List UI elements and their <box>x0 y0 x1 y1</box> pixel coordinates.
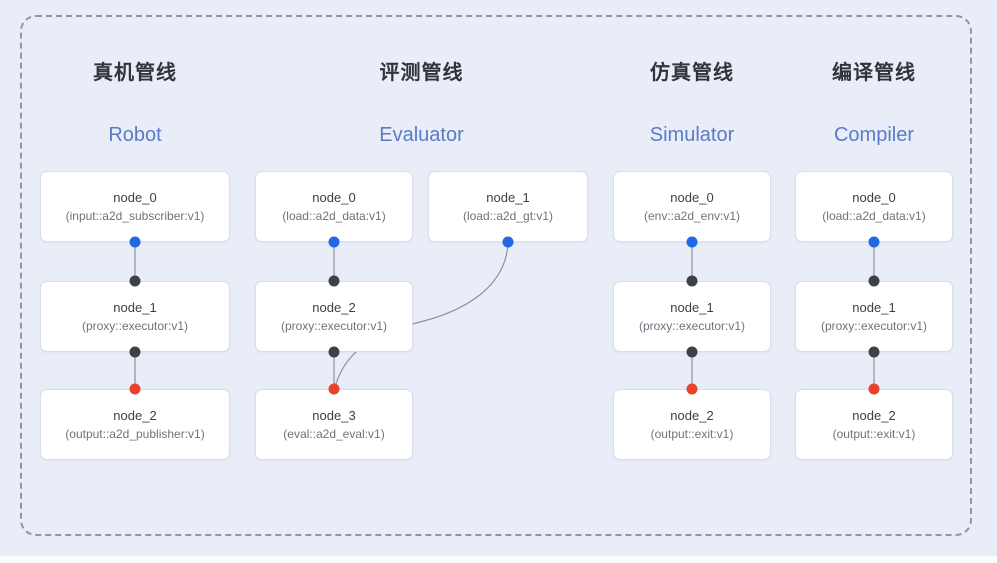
node-card-evaluator-node1: node_1 (load::a2d_gt:v1) <box>428 171 588 242</box>
node-type: (output::exit:v1) <box>650 426 734 441</box>
node-type: (eval::a2d_eval:v1) <box>283 426 385 441</box>
node-card-robot-node0: node_0 (input::a2d_subscriber:v1) <box>40 171 230 242</box>
node-title: node_0 <box>670 189 714 205</box>
node-type: (load::a2d_data:v1) <box>822 208 926 223</box>
node-title: node_2 <box>113 407 157 423</box>
node-title: node_0 <box>852 189 896 205</box>
edge-evaluator-1-3-curve <box>334 242 509 388</box>
node-title: node_3 <box>312 407 356 423</box>
node-card-simulator-node1: node_1 (proxy::executor:v1) <box>613 281 771 352</box>
node-type: (load::a2d_data:v1) <box>282 208 386 223</box>
node-type: (env::a2d_env:v1) <box>643 208 741 223</box>
node-card-evaluator-node3: node_3 (eval::a2d_eval:v1) <box>255 389 413 460</box>
pipeline-heading-en-simulator: Simulator <box>649 124 735 146</box>
node-title: node_2 <box>312 299 356 315</box>
pipeline-heading-en-robot: Robot <box>108 124 162 146</box>
pipeline-heading-en-evaluator: Evaluator <box>379 124 464 146</box>
node-title: node_2 <box>852 407 896 423</box>
node-card-compiler-node2: node_2 (output::exit:v1) <box>795 389 953 460</box>
node-type: (output::exit:v1) <box>832 426 916 441</box>
pipeline-heading-zh-robot: 真机管线 <box>93 62 177 84</box>
pipeline-heading-zh-compiler: 编译管线 <box>832 62 916 84</box>
pipeline-heading-zh-simulator: 仿真管线 <box>650 62 734 84</box>
node-title: node_1 <box>670 299 714 315</box>
node-title: node_0 <box>113 189 157 205</box>
node-title: node_2 <box>670 407 714 423</box>
node-type: (proxy::executor:v1) <box>820 318 928 333</box>
node-card-simulator-node2: node_2 (output::exit:v1) <box>613 389 771 460</box>
node-type: (input::a2d_subscriber:v1) <box>65 208 205 223</box>
node-type: (proxy::executor:v1) <box>81 318 189 333</box>
node-type: (output::a2d_publisher:v1) <box>65 426 205 441</box>
node-card-simulator-node0: node_0 (env::a2d_env:v1) <box>613 171 771 242</box>
pipeline-heading-en-compiler: Compiler <box>833 124 915 146</box>
pipelines-dashed-frame <box>20 15 972 536</box>
node-card-robot-node1: node_1 (proxy::executor:v1) <box>40 281 230 352</box>
node-card-compiler-node1: node_1 (proxy::executor:v1) <box>795 281 953 352</box>
node-title: node_1 <box>113 299 157 315</box>
node-title: node_1 <box>486 189 530 205</box>
node-card-evaluator-node2: node_2 (proxy::executor:v1) <box>255 281 413 352</box>
node-type: (proxy::executor:v1) <box>280 318 388 333</box>
pipeline-heading-zh-evaluator: 评测管线 <box>379 62 464 84</box>
node-type: (proxy::executor:v1) <box>638 318 746 333</box>
node-card-evaluator-node0: node_0 (load::a2d_data:v1) <box>255 171 413 242</box>
node-card-compiler-node0: node_0 (load::a2d_data:v1) <box>795 171 953 242</box>
node-title: node_1 <box>852 299 896 315</box>
node-title: node_0 <box>312 189 356 205</box>
node-type: (load::a2d_gt:v1) <box>462 208 554 223</box>
node-card-robot-node2: node_2 (output::a2d_publisher:v1) <box>40 389 230 460</box>
